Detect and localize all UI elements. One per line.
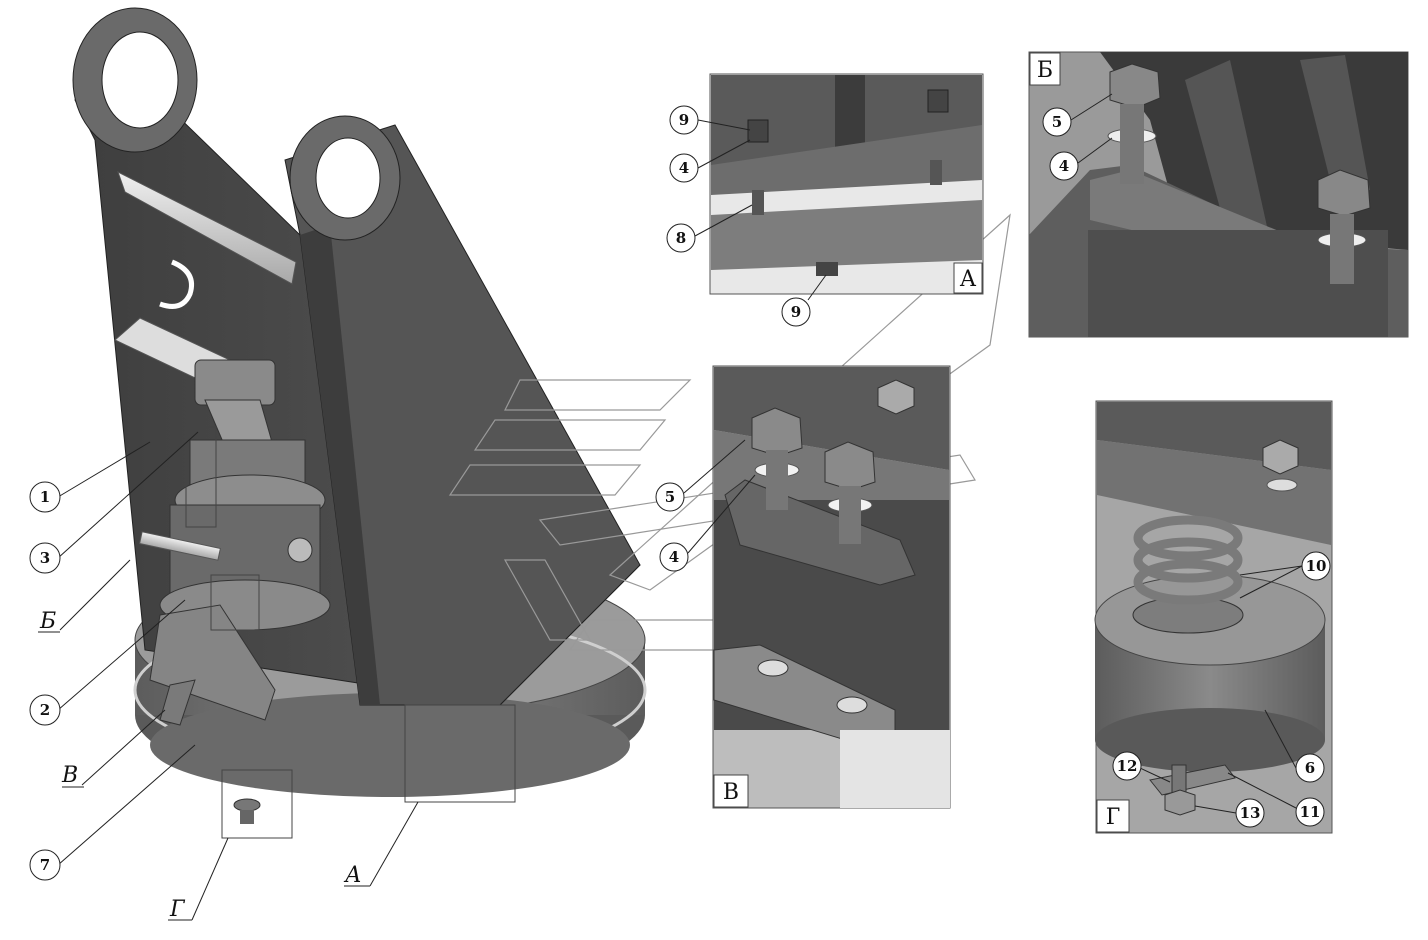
view-g-callout-11: 11	[1300, 803, 1321, 821]
view-b: Б 5 4	[1028, 51, 1409, 338]
view-a-stud-1	[752, 190, 764, 215]
frame-b	[185, 426, 217, 528]
view-g-bottom-nut	[1164, 789, 1196, 816]
view-g-nut	[1262, 439, 1299, 475]
view-g-letter: Г	[1106, 805, 1121, 830]
view-ref-v: В	[61, 763, 78, 788]
view-b-bolt-head-2	[1317, 169, 1371, 217]
view-a-callout-8: 8	[676, 229, 686, 247]
view-a-nut-2	[927, 89, 949, 113]
view-v-hole-2	[836, 696, 868, 714]
view-b-bolt-shank-2	[1330, 214, 1354, 284]
view-b-rib-2	[1300, 55, 1370, 200]
view-v: В 5 4	[655, 365, 951, 809]
callout-2: 2	[40, 701, 50, 719]
view-g-bottom-stud	[1171, 764, 1187, 794]
plate-edge	[300, 225, 380, 705]
callout-3: 3	[40, 549, 50, 567]
hook	[159, 259, 194, 309]
view-g-callout-13: 13	[1240, 804, 1261, 822]
view-a-nut-1	[747, 119, 769, 143]
view-b-bolt-head-1	[1109, 63, 1161, 109]
view-b-rib-1	[1185, 60, 1270, 245]
view-b-letter: Б	[1037, 58, 1053, 83]
view-a-callout-9-top: 9	[679, 111, 689, 129]
view-v-hole-1	[757, 659, 789, 677]
view-b-letter-box	[1029, 52, 1061, 86]
view-a-rib	[835, 75, 865, 155]
callout-7: 7	[40, 856, 50, 874]
view-v-nut	[877, 379, 915, 415]
base-lower-disk	[150, 693, 630, 797]
lug-right-hole	[315, 137, 381, 219]
view-g-letter-box	[1096, 799, 1130, 833]
lever-rod	[139, 531, 221, 561]
spring-part	[233, 798, 261, 812]
view-g-cylinder-bottom	[1095, 708, 1325, 772]
view-a-callout-9-bottom: 9	[791, 303, 801, 321]
view-a-stud-2	[930, 160, 942, 185]
main-assembly	[72, 7, 647, 839]
frame-g	[221, 769, 293, 839]
lug-left-hole	[101, 31, 179, 129]
bracket	[149, 604, 276, 721]
view-g-callout-6: 6	[1305, 759, 1315, 777]
view-g-callout-12: 12	[1117, 757, 1138, 775]
view-a-letter-box	[953, 262, 983, 294]
view-g-washer	[1266, 478, 1298, 492]
view-a-letter: А	[960, 267, 977, 292]
frame-v	[210, 574, 260, 631]
view-v-letter-box	[713, 774, 749, 808]
view-v-bolt-head-1	[751, 407, 803, 457]
frame-a	[404, 704, 516, 803]
view-b-callout-5: 5	[1052, 113, 1062, 131]
view-b-bolt-shank-1	[1120, 104, 1144, 184]
view-v-callout-4: 4	[669, 548, 679, 566]
view-v-bolt-shank-2	[839, 486, 861, 544]
view-ref-b: Б	[39, 609, 56, 634]
main-callouts: 1 3 2 7 Б В Г А	[29, 481, 362, 922]
callout-1: 1	[40, 488, 50, 506]
view-g-callout-10: 10	[1306, 557, 1327, 575]
view-v-bolt-shank-1	[766, 450, 788, 510]
motor-head	[194, 359, 276, 406]
view-ref-a: А	[343, 863, 362, 888]
view-v-bolt-head-2	[824, 441, 876, 491]
view-a-ring	[711, 125, 982, 195]
view-v-callout-5: 5	[665, 488, 675, 506]
view-a-base	[711, 200, 982, 270]
view-v-letter: В	[723, 780, 739, 805]
bracket-foot	[159, 679, 196, 726]
main-leaders	[38, 431, 419, 921]
view-b-callout-4: 4	[1059, 157, 1069, 175]
view-g: Г 10 12 6 11 13	[1094, 400, 1333, 834]
view-ref-g: Г	[169, 897, 186, 922]
view-v-rods	[840, 730, 950, 808]
view-g-spring	[1133, 515, 1243, 605]
spring-bolt	[240, 810, 254, 824]
view-a-callout-4: 4	[679, 159, 689, 177]
view-a: А 9 4 8 9	[666, 73, 984, 327]
view-g-bottom-plate	[1149, 764, 1236, 796]
coupling	[287, 537, 313, 563]
view-a-nut-3	[816, 262, 838, 276]
cross-rod	[117, 170, 297, 285]
